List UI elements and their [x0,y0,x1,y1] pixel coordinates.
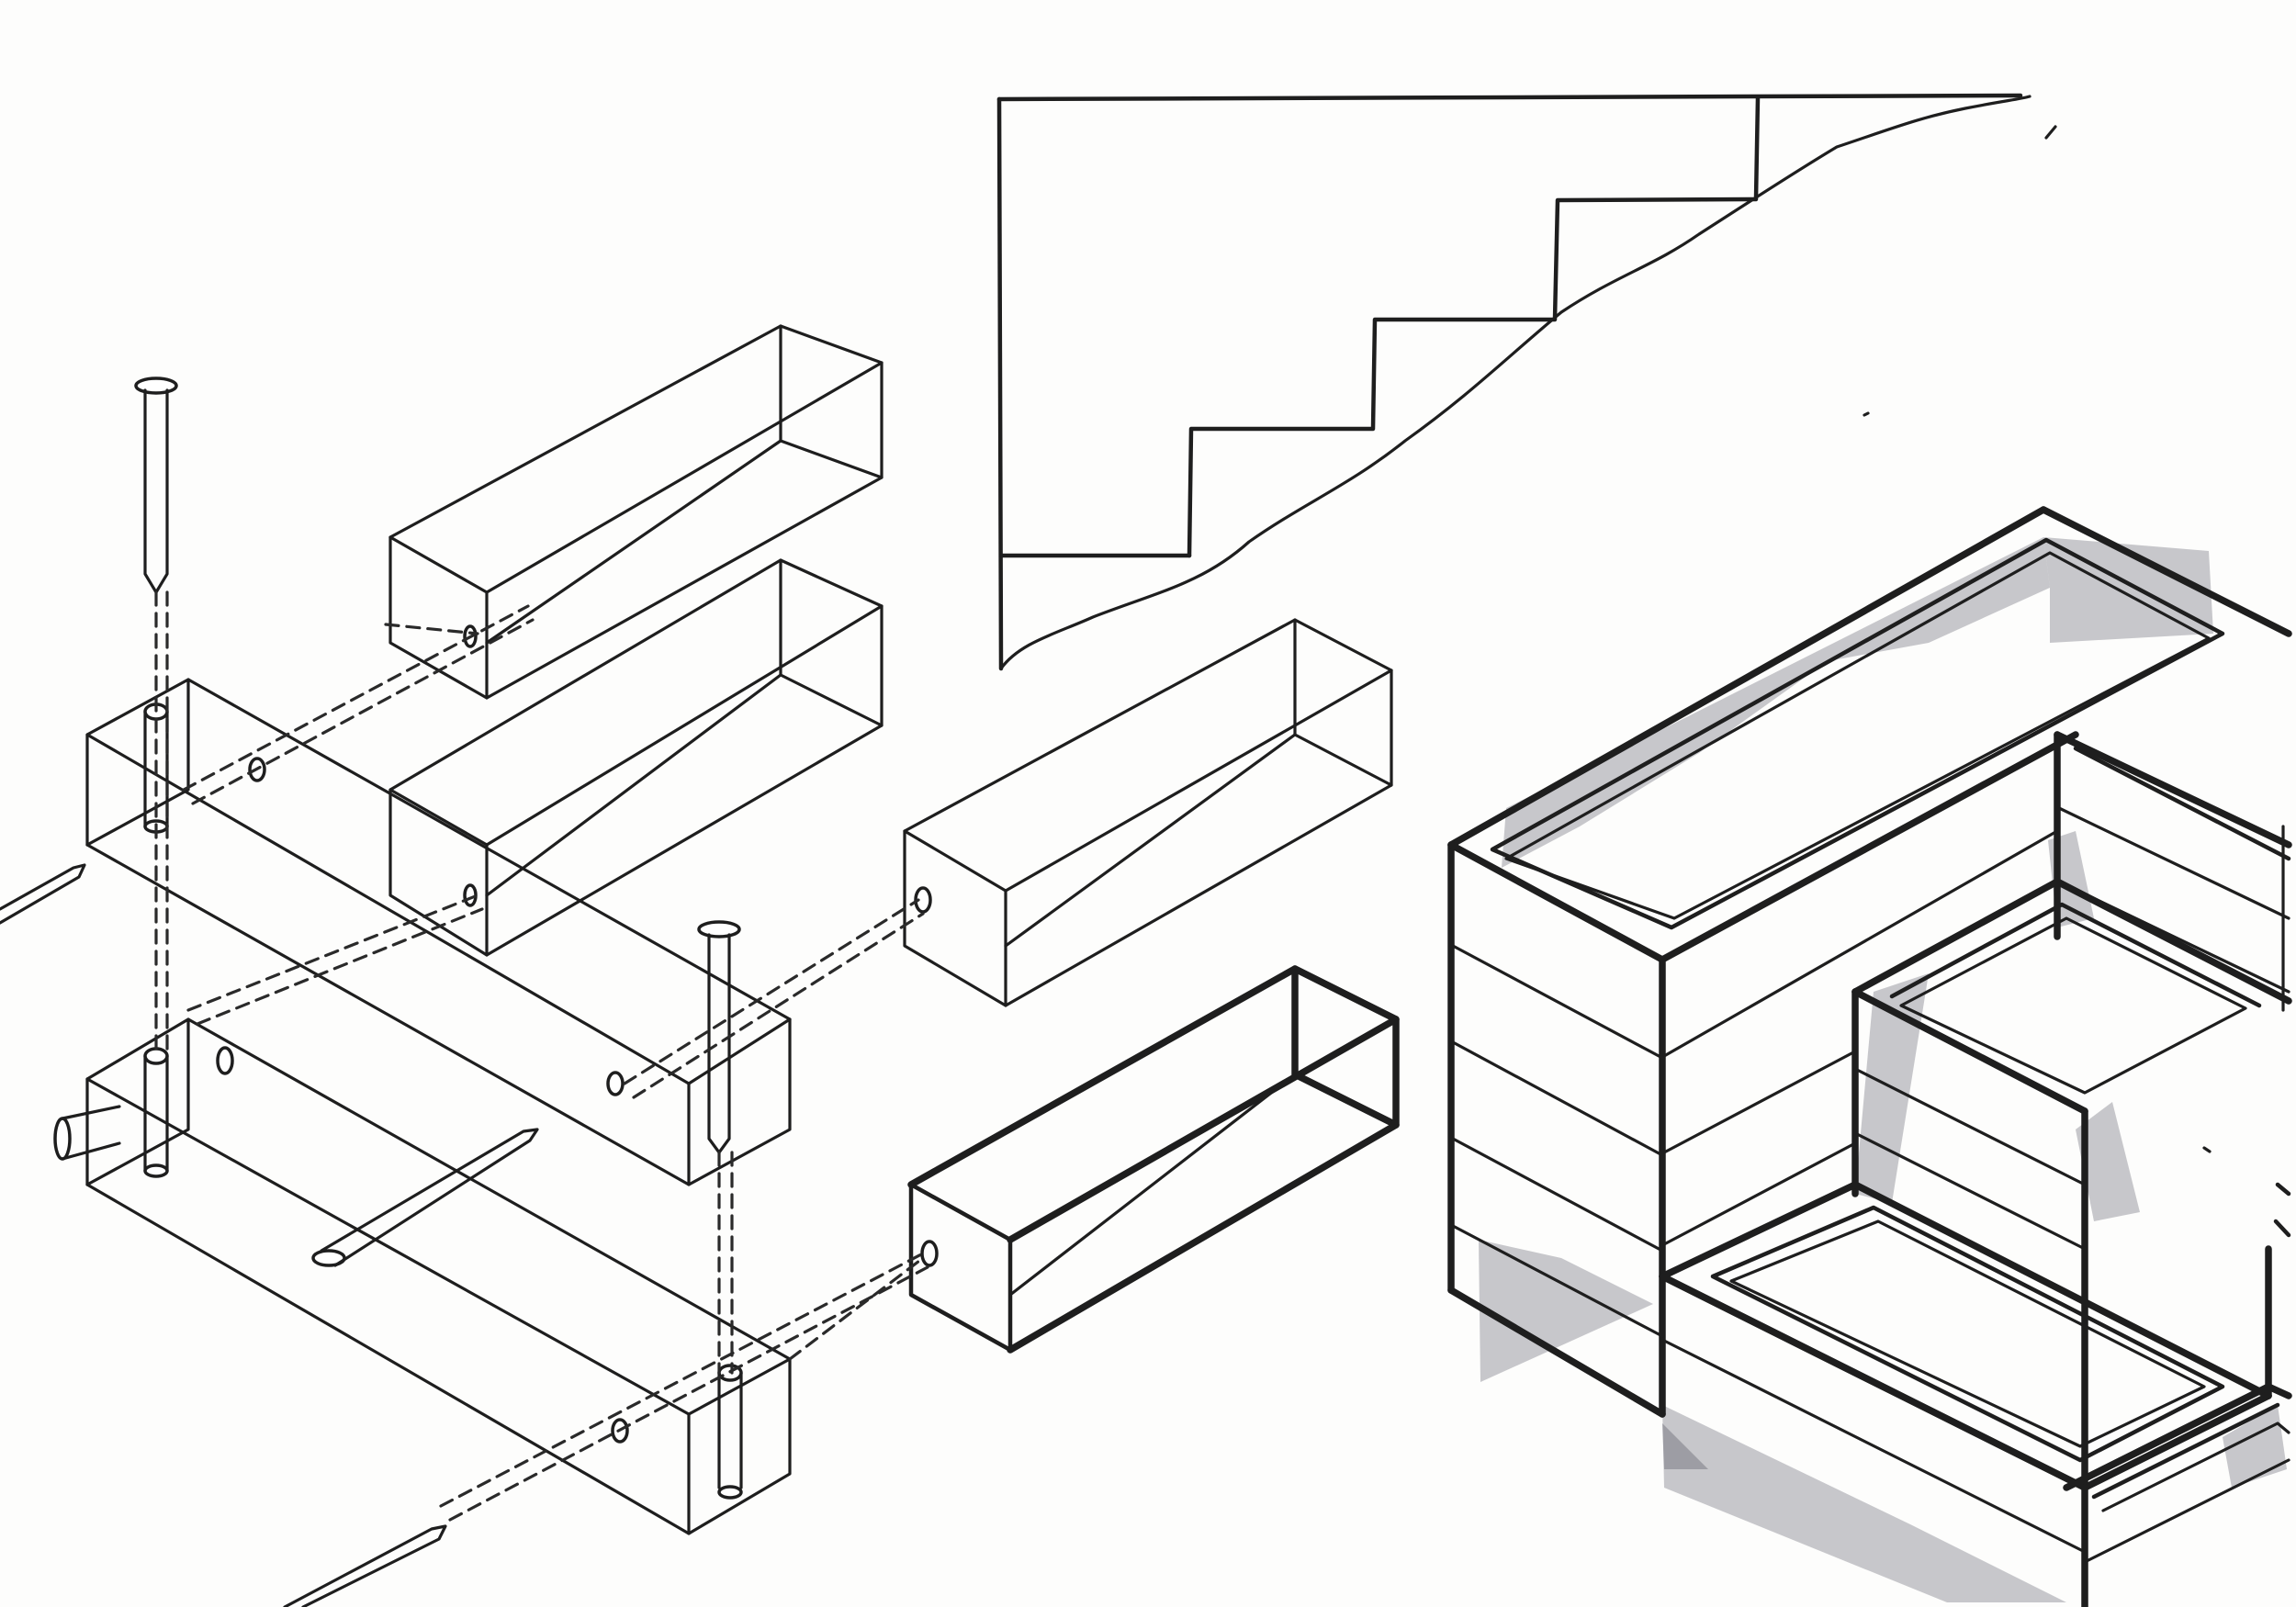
beam [907,965,1400,1354]
dowel [283,1524,447,1607]
dowel [53,1105,121,1161]
pin [143,1047,169,1178]
pin [697,920,741,1154]
pin [134,376,178,594]
stair-profile-section [996,93,2057,671]
dowel [0,863,86,925]
beam [85,678,792,1186]
stepped-planter-isometric [1447,506,2292,1607]
dowel [311,1128,539,1267]
beam [388,558,884,957]
exploded-joinery-assembly [0,324,1400,1607]
beam [85,1017,792,1535]
beam [903,618,1393,1007]
beam [388,324,884,700]
pin [717,1364,743,1500]
